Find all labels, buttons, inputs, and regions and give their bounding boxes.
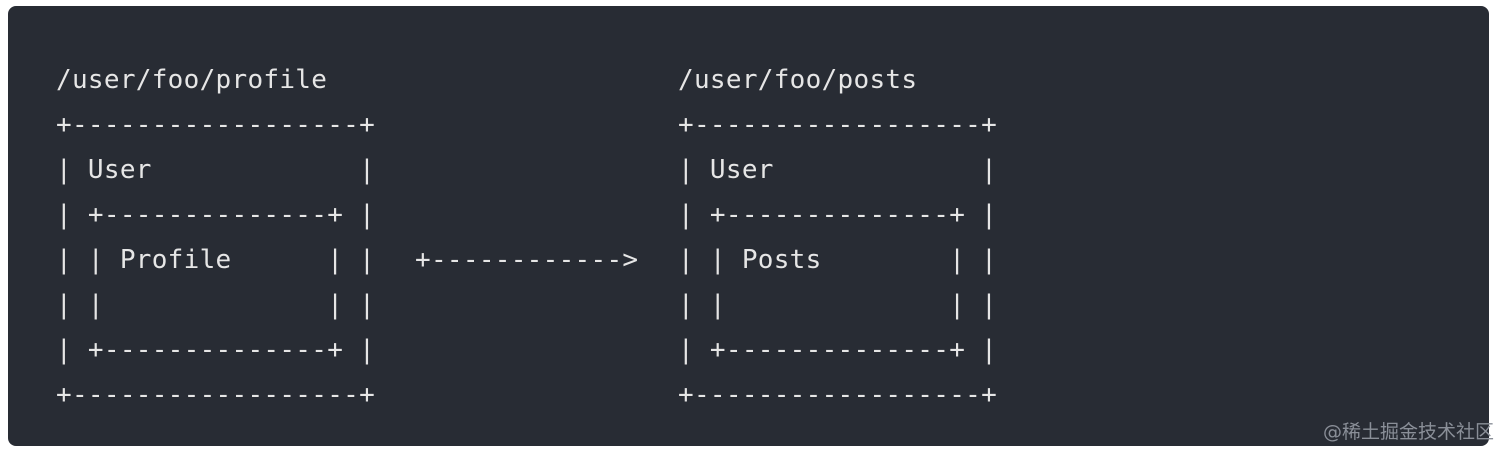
arrow-spacer-4 bbox=[415, 193, 638, 238]
right-outer-top-border: +------------------+ bbox=[678, 110, 998, 140]
right-inner-top-border: | +--------------+ | bbox=[678, 200, 998, 230]
left-inner-bottom-border: | +--------------+ | bbox=[56, 335, 376, 365]
left-inner-top-border: | +--------------+ | bbox=[56, 200, 376, 230]
left-diagram: /user/foo/profile +------------------+ |… bbox=[56, 58, 375, 418]
left-outer-bottom-border: +------------------+ bbox=[56, 380, 376, 410]
arrow-spacer-1 bbox=[415, 58, 638, 103]
left-user-label-line: | User | bbox=[56, 155, 376, 185]
right-inner-bottom-border: | +--------------+ | bbox=[678, 335, 998, 365]
code-block: /user/foo/profile +------------------+ |… bbox=[8, 6, 1489, 446]
left-inner-empty-line: | | | | bbox=[56, 290, 376, 320]
right-diagram: /user/foo/posts +------------------+ | U… bbox=[678, 58, 997, 418]
left-outer-top-border: +------------------+ bbox=[56, 110, 376, 140]
transition-arrow: +------------> bbox=[415, 58, 638, 283]
right-inner-empty-line: | | | | bbox=[678, 290, 998, 320]
left-route-path: /user/foo/profile bbox=[56, 65, 328, 95]
right-route-path: /user/foo/posts bbox=[678, 65, 918, 95]
right-outer-bottom-border: +------------------+ bbox=[678, 380, 998, 410]
arrow-spacer-2 bbox=[415, 103, 638, 148]
right-user-label-line: | User | bbox=[678, 155, 998, 185]
right-posts-label-line: | | Posts | | bbox=[678, 245, 998, 275]
watermark: @稀土掘金技术社区 bbox=[1322, 421, 1494, 443]
left-profile-label-line: | | Profile | | bbox=[56, 245, 376, 275]
arrow-spacer-3 bbox=[415, 148, 638, 193]
arrow-line: +------------> bbox=[415, 245, 639, 275]
